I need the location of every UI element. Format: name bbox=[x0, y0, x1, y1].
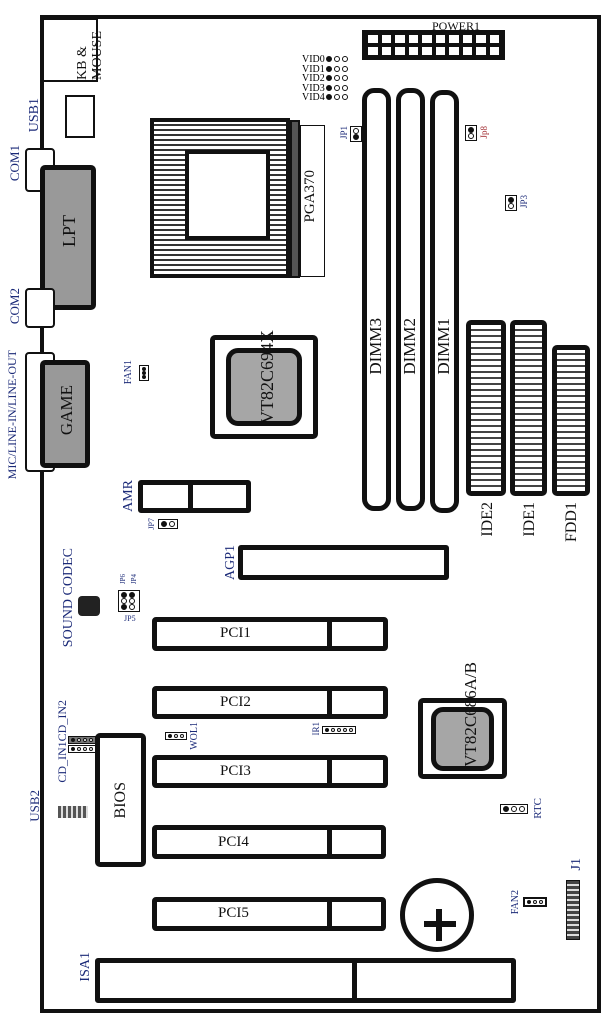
jp3-label: JP3 bbox=[519, 195, 529, 209]
cpu-socket-lever bbox=[290, 120, 300, 278]
vid-row[interactable]: VID4 bbox=[302, 93, 349, 103]
pci2-slot[interactable] bbox=[152, 686, 388, 719]
northbridge-label: VT82C694X bbox=[257, 330, 277, 424]
agp-label: AGP1 bbox=[223, 545, 238, 581]
agp-slot[interactable] bbox=[238, 545, 449, 580]
dimm2-slot[interactable] bbox=[396, 88, 425, 511]
vid-row[interactable]: VID0 bbox=[302, 55, 349, 65]
ir1-header[interactable] bbox=[322, 726, 356, 734]
isa-slot[interactable] bbox=[95, 958, 516, 1003]
cpu-socket-edge bbox=[300, 125, 325, 277]
cd-in1-header[interactable] bbox=[68, 745, 96, 753]
bios-label: BIOS bbox=[112, 782, 129, 819]
cd-in-label: CD_IN1CD_IN2 bbox=[55, 700, 69, 783]
usb2-label: USB2 bbox=[27, 790, 42, 822]
isa-label: ISA1 bbox=[78, 952, 93, 982]
audio-jacks-label: MIC/LINE-IN/LINE-OUT bbox=[5, 350, 19, 480]
jp7-label: JP7 bbox=[147, 518, 156, 530]
usb1-label: USB1 bbox=[27, 98, 42, 133]
dimm3-slot[interactable] bbox=[362, 88, 391, 511]
dimm1-label: DIMM1 bbox=[434, 318, 453, 375]
rtc-label: RTC bbox=[532, 798, 544, 819]
lpt-label: LPT bbox=[59, 215, 79, 248]
jp7-jumper[interactable] bbox=[158, 519, 178, 529]
cpu-socket-center bbox=[185, 150, 270, 240]
amr-label: AMR bbox=[121, 480, 136, 512]
dimm1-slot[interactable] bbox=[430, 90, 459, 513]
dimm2-label: DIMM2 bbox=[400, 318, 419, 375]
usb2-header[interactable] bbox=[58, 806, 88, 818]
pci1-label: PCI1 bbox=[220, 625, 251, 641]
jp5-label: JP5 bbox=[124, 614, 136, 623]
fan2-label: FAN2 bbox=[510, 890, 521, 915]
fan1-label: FAN1 bbox=[123, 360, 134, 385]
com2-label: COM2 bbox=[7, 288, 22, 325]
vid-row[interactable]: VID1 bbox=[302, 64, 349, 75]
jp1-jumper[interactable] bbox=[350, 126, 362, 142]
fan1-header[interactable] bbox=[139, 365, 149, 381]
sound-codec-chip bbox=[78, 596, 100, 616]
com1-label: COM1 bbox=[7, 145, 22, 182]
pci2-label: PCI2 bbox=[220, 694, 251, 710]
jp6-jp4-jumpers[interactable] bbox=[118, 590, 140, 612]
jp3-jumper[interactable] bbox=[505, 195, 517, 211]
ide2-connector[interactable] bbox=[466, 320, 506, 496]
bios-chip bbox=[95, 733, 146, 867]
power-label: POWER1 bbox=[432, 19, 480, 33]
kb-mouse-connector bbox=[42, 18, 98, 82]
pci4-label: PCI4 bbox=[218, 834, 249, 850]
jp1-label: JP1 bbox=[339, 126, 349, 140]
motherboard-outline bbox=[40, 15, 601, 1013]
southbridge-chip bbox=[431, 707, 494, 771]
lpt-connector bbox=[40, 165, 96, 310]
ide2-label: IDE2 bbox=[479, 502, 496, 537]
battery-plus-v bbox=[436, 909, 442, 941]
vid-row[interactable]: VID3 bbox=[302, 83, 349, 94]
com2-connector bbox=[25, 288, 55, 328]
pci3-slot[interactable] bbox=[152, 755, 388, 788]
vid-row[interactable]: VID2 bbox=[302, 74, 349, 84]
pci4-slot[interactable] bbox=[152, 825, 386, 859]
wol1-header[interactable] bbox=[165, 732, 187, 740]
fdd1-connector[interactable] bbox=[552, 345, 590, 496]
cd-in2-header[interactable] bbox=[68, 736, 96, 744]
dimm3-label: DIMM3 bbox=[366, 318, 385, 375]
pci1-slot[interactable] bbox=[152, 617, 388, 651]
game-label: GAME bbox=[57, 385, 76, 436]
kb-mouse-label: KB & MOUSE bbox=[75, 30, 105, 80]
rtc-jumper[interactable] bbox=[500, 804, 528, 814]
wol1-label: WOL1 bbox=[189, 722, 200, 750]
amr-slot[interactable] bbox=[138, 480, 251, 513]
power-connector bbox=[362, 30, 505, 60]
game-port bbox=[40, 360, 90, 468]
ide1-connector[interactable] bbox=[510, 320, 547, 496]
usb1-connector bbox=[65, 95, 95, 138]
pci3-label: PCI3 bbox=[220, 763, 251, 779]
southbridge-label: VT82C686A/B bbox=[461, 662, 480, 767]
j1-label: J1 bbox=[569, 858, 584, 871]
vid-jumpers: VID0 VID1 VID2 VID3 VID4 bbox=[302, 55, 349, 103]
pci5-slot[interactable] bbox=[152, 897, 386, 931]
battery bbox=[400, 878, 474, 952]
sound-codec-label: SOUND CODEC bbox=[61, 548, 76, 648]
cpu-socket-label: PGA370 bbox=[302, 170, 318, 223]
ide1-label: IDE1 bbox=[521, 502, 538, 537]
fan2-header[interactable] bbox=[523, 897, 547, 907]
fdd1-label: FDD1 bbox=[563, 502, 580, 543]
jp4-label: JP4 bbox=[130, 574, 138, 585]
jp8-label: Jp8 bbox=[479, 126, 489, 139]
jp6-label: JP6 bbox=[119, 574, 127, 585]
jp8-jumper[interactable] bbox=[465, 125, 477, 141]
northbridge-chip bbox=[226, 348, 302, 426]
pci5-label: PCI5 bbox=[218, 905, 249, 921]
amr-slot-divider bbox=[188, 480, 193, 513]
isa-slot-divider bbox=[352, 958, 357, 1003]
ir1-label: IR1 bbox=[311, 722, 321, 736]
j1-header[interactable] bbox=[566, 880, 580, 940]
